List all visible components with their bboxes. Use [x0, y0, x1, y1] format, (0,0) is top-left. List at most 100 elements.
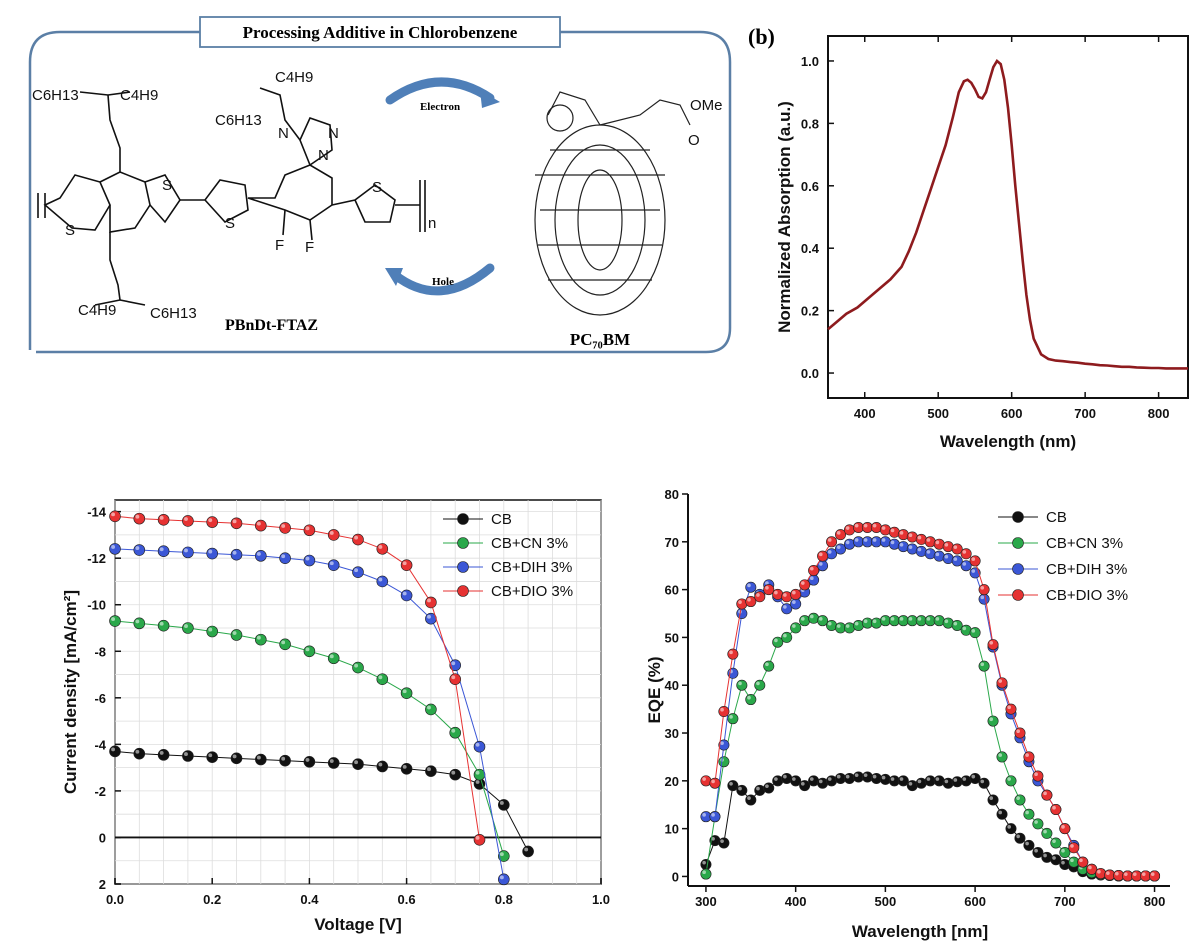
y-tick-label: 50 — [665, 630, 679, 645]
data-point-highlight — [998, 753, 1003, 757]
y-tick-label: 0.0 — [801, 366, 819, 381]
data-point-highlight — [329, 531, 334, 535]
data-point — [303, 554, 316, 567]
data-point-highlight — [935, 552, 940, 557]
data-point-highlight — [1034, 772, 1038, 777]
data-point — [736, 679, 748, 691]
data-point — [182, 515, 194, 527]
data-point-highlight — [899, 617, 904, 621]
label-c6h13-bottom: C6H13 — [150, 305, 197, 322]
y-tick-label: 1.0 — [801, 54, 819, 69]
data-point-highlight — [935, 617, 940, 621]
data-point — [942, 777, 954, 789]
label-s1: S — [162, 177, 172, 194]
data-point — [157, 619, 170, 632]
label-s4: S — [372, 179, 382, 196]
eqe-series — [700, 521, 1161, 882]
data-point-highlight — [926, 550, 931, 554]
data-point-highlight — [1016, 834, 1020, 839]
data-point-highlight — [854, 523, 859, 528]
data-point-highlight — [863, 538, 868, 542]
data-point — [1005, 823, 1017, 835]
data-point — [879, 773, 891, 785]
data-point-highlight — [305, 556, 310, 561]
data-point — [449, 768, 462, 781]
polymer-name: PBnDt-FTAZ — [225, 317, 318, 334]
data-point-highlight — [944, 619, 949, 624]
data-point-highlight — [738, 786, 742, 791]
data-point-highlight — [1097, 869, 1101, 874]
data-point-highlight — [305, 647, 310, 652]
data-point-highlight — [354, 663, 359, 668]
data-point-highlight — [953, 557, 958, 561]
data-point — [473, 833, 486, 846]
data-point — [1050, 837, 1062, 849]
data-point — [109, 543, 121, 555]
data-point-highlight — [1115, 871, 1119, 876]
data-point-highlight — [774, 590, 778, 595]
data-point-highlight — [402, 689, 407, 694]
electron-label: Electron — [420, 101, 460, 113]
data-point — [843, 772, 855, 784]
y-tick-label: 0.8 — [801, 116, 819, 131]
data-point-highlight — [402, 561, 407, 566]
y-tick-label: 60 — [665, 583, 679, 598]
data-point-highlight — [792, 590, 796, 595]
data-point — [1041, 827, 1053, 839]
data-point-highlight — [1088, 865, 1092, 870]
data-point-highlight — [980, 585, 985, 590]
panel-b-label: (b) — [748, 24, 775, 49]
data-point-highlight — [1141, 872, 1146, 876]
data-point-highlight — [1043, 853, 1047, 858]
data-point-highlight — [827, 621, 832, 626]
data-point-highlight — [783, 593, 787, 597]
y-tick-label: 10 — [665, 822, 679, 837]
data-point-highlight — [872, 523, 877, 528]
x-tick-label: 700 — [1074, 406, 1096, 421]
data-point-highlight — [711, 813, 715, 817]
data-point-highlight — [354, 568, 359, 573]
data-point — [745, 581, 757, 593]
data-point-highlight — [899, 777, 904, 781]
data-point-highlight — [836, 545, 841, 549]
data-point — [826, 536, 838, 548]
data-point — [790, 588, 802, 600]
data-point-highlight — [774, 638, 778, 643]
data-point-highlight — [971, 569, 976, 573]
data-point-highlight — [809, 576, 814, 581]
data-point-highlight — [836, 624, 841, 628]
data-point-highlight — [881, 526, 886, 530]
data-point — [700, 858, 712, 870]
data-point — [230, 629, 243, 641]
data-point-highlight — [792, 624, 796, 628]
data-point-highlight — [747, 583, 751, 588]
legend-marker — [457, 513, 469, 525]
fullerene-icon — [534, 91, 691, 316]
data-point — [1023, 839, 1035, 851]
data-point-highlight — [159, 515, 164, 520]
x-tick-label: 300 — [695, 894, 717, 909]
data-point-highlight — [818, 552, 823, 557]
y-tick-label: 0.6 — [801, 179, 819, 194]
scheme-title-box — [199, 16, 561, 48]
x-tick-label: 500 — [927, 406, 949, 421]
label-ome: OMe — [690, 97, 723, 114]
data-point-highlight — [729, 715, 733, 719]
eqe-xlabel: Wavelength [nm] — [852, 922, 988, 941]
data-point — [230, 752, 243, 765]
x-tick-label: 0.0 — [106, 892, 124, 907]
data-point-highlight — [800, 617, 805, 621]
data-point-highlight — [256, 755, 261, 760]
data-point-highlight — [111, 512, 115, 517]
data-point-highlight — [159, 621, 164, 626]
data-point — [969, 627, 981, 639]
x-tick-label: 0.6 — [398, 892, 416, 907]
label-s3: S — [225, 215, 235, 232]
data-point-highlight — [499, 801, 504, 805]
data-point — [763, 660, 775, 672]
data-point — [754, 679, 766, 691]
series-line-3 — [114, 515, 480, 840]
data-point — [960, 548, 972, 560]
jv-ylabel: Current density [mA/cm²] — [61, 590, 80, 794]
